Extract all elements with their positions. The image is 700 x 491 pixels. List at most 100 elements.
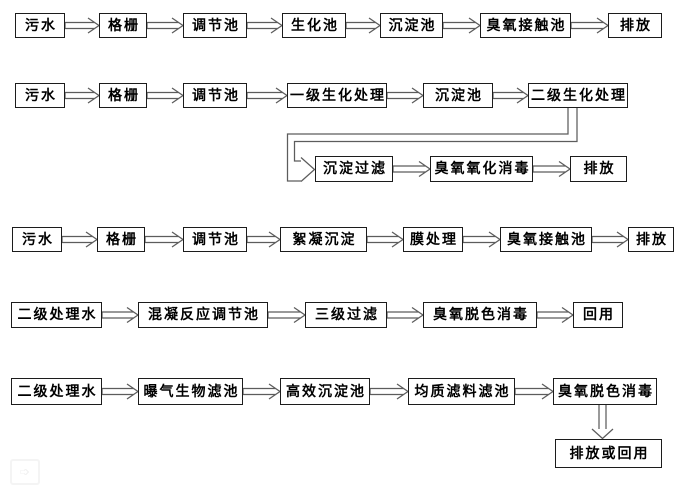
flow-node: 调节池 <box>183 83 247 108</box>
flow-node-label: 沉淀池 <box>388 17 437 34</box>
flow-arrow <box>61 231 99 248</box>
flow-node: 污水 <box>12 227 62 252</box>
flow-node: 排放或回用 <box>555 439 662 468</box>
flow-node: 排放 <box>608 13 662 38</box>
flow-node-label: 调节池 <box>192 231 240 248</box>
flow-arrow <box>532 160 572 178</box>
flow-node-label: 混凝反应调节池 <box>148 307 260 323</box>
flow-arrow <box>246 231 282 248</box>
flow-node-label: 污水 <box>25 17 57 34</box>
flow-node-label: 回用 <box>583 307 615 323</box>
flow-node: 絮凝沉淀 <box>280 227 367 252</box>
flow-node: 臭氧接触池 <box>480 13 571 38</box>
flow-node: 均质滤料滤池 <box>408 378 515 405</box>
flow-arrow <box>514 383 555 400</box>
flow-node-label: 曝气生物滤池 <box>143 383 240 400</box>
flow-node: 二级生化处理 <box>528 83 628 108</box>
flow-node-label: 均质滤料滤池 <box>414 383 511 400</box>
flow-node: 污水 <box>15 13 65 38</box>
flow-arrow <box>570 17 610 34</box>
flow-node-label: 臭氧氧化消毒 <box>434 161 531 177</box>
flow-node: 调节池 <box>183 13 247 38</box>
flow-arrow <box>369 383 410 400</box>
flow-node: 三级过滤 <box>305 302 387 328</box>
flow-node: 臭氧脱色消毒 <box>423 302 537 328</box>
flow-node-label: 排放 <box>636 231 668 248</box>
flow-arrow <box>366 231 405 248</box>
flow-node-label: 臭氧脱色消毒 <box>558 383 654 400</box>
flow-node-label: 臭氧接触池 <box>486 17 567 34</box>
flow-node-label: 格栅 <box>108 87 140 104</box>
flow-arrow <box>442 17 482 34</box>
flow-node: 格栅 <box>97 227 145 252</box>
flow-arrow <box>146 87 185 104</box>
flow-arrow <box>144 231 185 248</box>
flow-node: 回用 <box>573 302 623 328</box>
flow-node-label: 排放 <box>620 17 652 34</box>
flow-node-label: 沉淀池 <box>435 87 483 104</box>
flow-node-label: 排放 <box>583 161 616 177</box>
flow-node: 格栅 <box>99 83 147 108</box>
flow-arrow <box>392 160 432 178</box>
flow-node-label: 二级生化处理 <box>531 87 627 104</box>
flow-node: 沉淀池 <box>380 13 443 38</box>
flow-arrow <box>246 17 284 34</box>
flow-node: 臭氧脱色消毒 <box>553 378 657 405</box>
flow-node: 格栅 <box>99 13 147 38</box>
flow-node: 高效沉淀池 <box>280 378 370 405</box>
flow-arrow <box>591 231 630 248</box>
down-connector-arrowhead <box>591 428 614 440</box>
flow-node-label: 调节池 <box>192 87 240 104</box>
flow-node-label: 污水 <box>22 231 54 248</box>
flow-node-label: 调节池 <box>192 17 240 34</box>
flow-node: 调节池 <box>183 227 247 252</box>
flow-node: 臭氧接触池 <box>500 227 592 252</box>
watermark-icon: ➩ <box>10 459 40 485</box>
flow-arrow <box>242 383 282 400</box>
flow-arrow <box>101 306 140 324</box>
flow-node-label: 二级处理水 <box>17 307 98 323</box>
flow-arrow <box>246 87 289 104</box>
elbow-connector-arrowhead <box>300 157 316 182</box>
flow-node-label: 三级过滤 <box>315 307 379 323</box>
flow-node-label: 排放或回用 <box>569 445 650 462</box>
flow-arrow <box>101 383 140 400</box>
flow-node: 二级处理水 <box>11 378 102 405</box>
flow-arrow <box>536 306 575 324</box>
flow-arrow <box>492 87 530 104</box>
flow-arrow <box>386 87 425 104</box>
flow-arrow <box>462 231 502 248</box>
flow-node-label: 生化池 <box>291 17 339 34</box>
elbow-connector-outer <box>286 108 569 182</box>
flow-node: 沉淀过滤 <box>315 156 393 182</box>
elbow-connector-inner <box>293 108 578 162</box>
flow-node: 曝气生物滤池 <box>138 378 243 405</box>
flow-arrow <box>146 17 185 34</box>
flow-node-label: 一级生化处理 <box>290 87 386 104</box>
flow-node: 二级处理水 <box>11 302 102 328</box>
flow-node: 污水 <box>15 83 65 108</box>
flow-node: 混凝反应调节池 <box>138 302 268 328</box>
flow-node-label: 格栅 <box>108 17 140 34</box>
flow-node: 沉淀池 <box>423 83 493 108</box>
flow-arrow <box>386 306 425 324</box>
flow-arrow <box>64 87 101 104</box>
flow-node-label: 二级处理水 <box>17 383 98 400</box>
flow-node: 排放 <box>570 156 627 182</box>
flow-arrow <box>345 17 382 34</box>
flow-node: 生化池 <box>282 13 346 38</box>
flow-node-label: 格栅 <box>106 231 138 248</box>
flow-node: 膜处理 <box>403 227 463 252</box>
flow-node-label: 臭氧脱色消毒 <box>433 307 529 323</box>
flow-arrow <box>267 306 307 324</box>
flow-arrow <box>64 17 101 34</box>
flow-node: 排放 <box>628 227 674 252</box>
flow-node: 一级生化处理 <box>287 83 387 108</box>
flow-node: 臭氧氧化消毒 <box>430 156 533 182</box>
flow-node-label: 沉淀过滤 <box>323 161 387 177</box>
flow-node-label: 膜处理 <box>410 231 458 248</box>
flow-node-label: 污水 <box>25 87 57 104</box>
flow-node-label: 臭氧接触池 <box>507 231 587 248</box>
